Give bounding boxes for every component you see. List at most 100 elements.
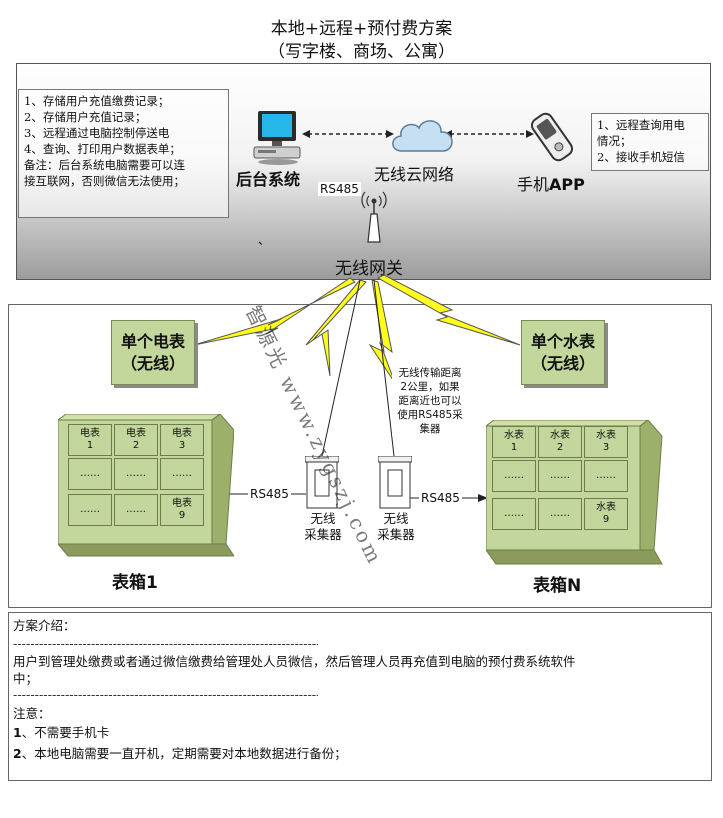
meter-cell-num: 2: [132, 440, 140, 451]
collector-left-line2: 采集器: [304, 527, 342, 542]
range-note: 无线传输距离 2公里，如果 距离近也可以 使用RS485采 集器: [392, 366, 468, 436]
note-line: 2、接收手机短信: [597, 150, 685, 164]
meter-cell: ……: [492, 460, 536, 492]
intro-text-line1: 用户到管理处缴费或者通过微信缴费给管理处人员微信，然后管理人员再充值到电脑的预付…: [13, 654, 576, 669]
boxn-label: 表箱N: [533, 576, 582, 596]
collector-right-icon: [378, 456, 412, 509]
note-line: 备注：后台系统电脑需要可以连: [24, 158, 185, 172]
meter-cell-label: 水表: [550, 430, 570, 441]
collector-right-label: 无线 采集器: [375, 511, 417, 543]
meter-cell-label: 水表: [504, 430, 524, 441]
collector-left-line1: 无线: [310, 511, 336, 526]
meter-cell: ……: [584, 460, 628, 492]
collector-right-line2: 采集器: [377, 527, 415, 542]
app-label-text: 手机: [517, 175, 550, 194]
meter-cell-label: ……: [126, 468, 146, 479]
note-line: 情况；: [597, 134, 632, 148]
meter-cell: ……: [68, 494, 112, 526]
range-note-line: 使用RS485采: [397, 409, 463, 421]
meter-cell-num: 2: [556, 442, 564, 453]
note-line: 4、查询、打印用户数据表单；: [24, 142, 181, 156]
meter-cell-label: 水表: [596, 430, 616, 441]
meter-cell-label: ……: [126, 504, 146, 515]
page-subtitle: （写字楼、商场、公寓）: [268, 42, 455, 62]
box1-label: 表箱1: [112, 573, 158, 593]
dot-mark: 、: [258, 233, 271, 247]
meter-cell-label: 电表: [126, 428, 146, 439]
note-line: 3、远程通过电脑控制停送电: [24, 126, 170, 140]
description-panel: [8, 612, 712, 781]
meter-cell: ……: [160, 458, 204, 490]
range-note-line: 集器: [419, 423, 441, 435]
divider: ----------------------------------------…: [13, 689, 318, 701]
app-note: 1、远程查询用电 情况； 2、接收手机短信: [591, 113, 709, 171]
note-line: 接互联网，否则微信无法使用；: [24, 174, 185, 188]
notice-item-2-text: 、本地电脑需要一直开机，定期需要对本地数据进行备份；: [21, 746, 347, 761]
description-content: 方案介绍： ----------------------------------…: [13, 617, 703, 762]
rs485-top-label: RS485: [318, 182, 361, 196]
page-title: 本地+远程+预付费方案: [270, 19, 453, 39]
computer-icon: [253, 111, 301, 165]
meter-cell-label: ……: [172, 468, 192, 479]
meter-cell-label: 电表: [172, 428, 192, 439]
meter-cell-label: ……: [504, 470, 524, 481]
meter-cell-label: ……: [504, 508, 524, 519]
meter-cell-num: 1: [86, 440, 94, 451]
note-line: 1、远程查询用电: [597, 118, 685, 132]
app-label: 手机APP: [517, 171, 585, 195]
range-note-line: 无线传输距离: [398, 367, 462, 379]
single-electric-meter: 单个电表 （无线）: [111, 320, 195, 385]
meter-cell-num: 9: [178, 510, 186, 521]
rs485-left-label: RS485: [248, 487, 291, 501]
lightning-bolt: [376, 274, 521, 346]
notice-item-2-num: 2: [13, 746, 22, 761]
notice-item-1-text: 、不需要手机卡: [21, 725, 110, 740]
collector-right-line1: 无线: [383, 511, 409, 526]
gateway-icon: [361, 191, 387, 243]
range-note-line: 距离近也可以: [398, 395, 462, 407]
notice-item-1-num: 1: [13, 725, 22, 740]
meter-cell: ……: [114, 494, 158, 526]
meter-cell: ……: [68, 458, 112, 490]
meter-cell: ……: [538, 460, 582, 492]
meter-cell: ……: [114, 458, 158, 490]
collector-left-icon: [305, 456, 339, 509]
single-electric-meter-line1: 单个电表: [120, 331, 185, 351]
meter-cell-label: 电表: [172, 498, 192, 509]
note-line: 1、存储用户充值缴费记录；: [24, 94, 170, 108]
collector-left-label: 无线 采集器: [302, 511, 344, 543]
single-electric-meter-line2: （无线）: [120, 353, 185, 373]
cloud-label: 无线云网络: [374, 165, 455, 184]
notice-item-1: 1、不需要手机卡: [13, 724, 703, 741]
gateway-label: 无线网关: [335, 259, 403, 279]
range-note-line: 2公里，如果: [400, 381, 460, 393]
meter-cell: ……: [492, 498, 536, 530]
meter-cell-label: ……: [80, 504, 100, 515]
meter-cell-label: 水表: [596, 502, 616, 513]
backend-note: 1、存储用户充值缴费记录； 2、存储用户充值记录； 3、远程通过电脑控制停送电 …: [18, 89, 229, 218]
single-water-meter-line2: （无线）: [530, 353, 595, 373]
intro-heading: 方案介绍：: [13, 618, 76, 633]
meter-cell-num: 3: [602, 442, 610, 453]
meter-cell-label: ……: [596, 470, 616, 481]
rs485-right-label: RS485: [419, 491, 462, 505]
meter-cell-num: 9: [602, 514, 610, 525]
lightning-bolt: [193, 277, 356, 346]
notice-item-2: 2、本地电脑需要一直开机，定期需要对本地数据进行备份；: [13, 745, 703, 762]
meter-cell-num: 1: [510, 442, 518, 453]
meter-cell-label: ……: [550, 508, 570, 519]
single-water-meter: 单个水表 （无线）: [521, 320, 605, 385]
backend-label: 后台系统: [236, 170, 301, 189]
meter-cell: ……: [538, 498, 582, 530]
